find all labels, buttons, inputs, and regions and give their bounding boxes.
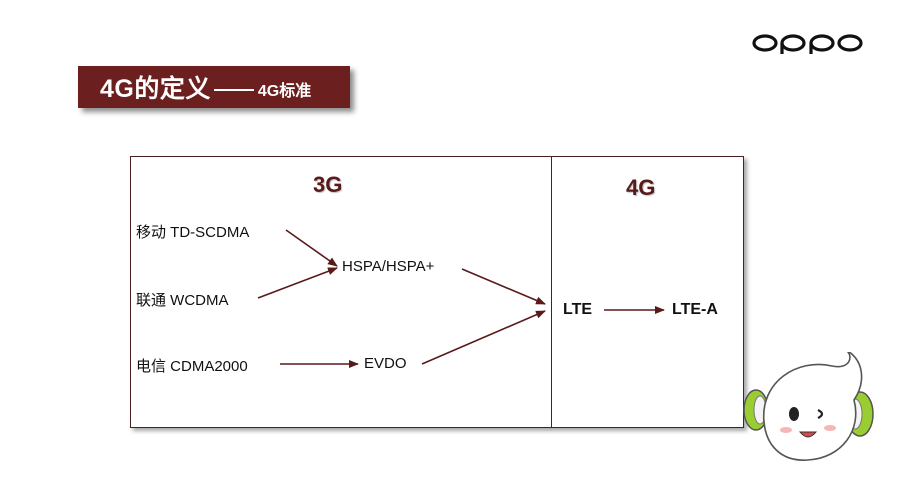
title-dash <box>213 89 254 91</box>
node-lte: LTE <box>563 301 593 318</box>
node-cdma2000: 电信 CDMA2000 <box>136 358 248 375</box>
header-4g: 4G <box>626 175 656 200</box>
arrow-evdo-to-lte <box>421 310 546 365</box>
diagram-frame <box>130 156 744 428</box>
page-subtitle: 4G标准 <box>257 83 312 100</box>
node-wcdma: 联通 WCDMA <box>136 292 229 309</box>
arrow-td-to-hspa <box>285 229 338 267</box>
title-banner: 4G的定义 4G标准 <box>78 66 350 108</box>
node-hspa: HSPA/HSPA+ <box>342 258 435 275</box>
node-evdo: EVDO <box>364 355 407 372</box>
mascot-icon <box>743 352 874 461</box>
node-lte-a: LTE-A <box>672 301 718 318</box>
arrow-wcdma-to-hspa <box>257 267 338 299</box>
header-3g: 3G <box>313 172 343 197</box>
node-td-scdma: 移动 TD-SCDMA <box>136 224 250 241</box>
diagram-divider <box>551 156 552 427</box>
page-title: 4G的定义 <box>100 75 211 103</box>
oppo-logo <box>752 34 863 54</box>
arrow-hspa-to-lte <box>461 268 546 305</box>
